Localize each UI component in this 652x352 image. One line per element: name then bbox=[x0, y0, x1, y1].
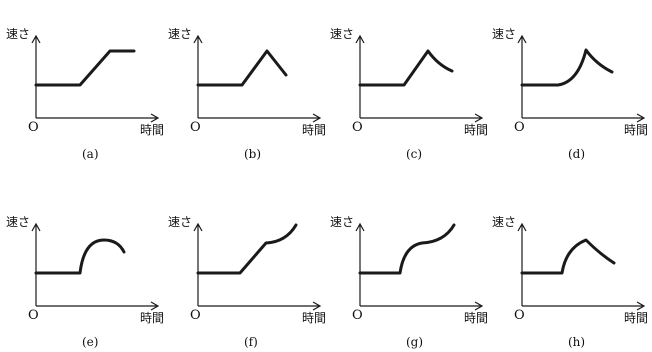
speed-curve bbox=[196, 223, 298, 275]
panel-caption: (b) bbox=[244, 147, 261, 161]
panel-caption: (c) bbox=[406, 147, 422, 161]
origin-label: O bbox=[352, 308, 363, 323]
axes bbox=[31, 34, 160, 123]
panel-e: 速さ 時間 O (e) bbox=[6, 215, 164, 349]
axes bbox=[355, 222, 484, 311]
origin-label: O bbox=[28, 308, 39, 323]
panel-caption: (g) bbox=[406, 335, 423, 349]
speed-curve bbox=[358, 223, 456, 275]
panel-a: 速さ 時間 O (a) bbox=[6, 27, 164, 161]
panel-g: 速さ 時間 O (g) bbox=[330, 215, 488, 349]
panel-caption: (h) bbox=[568, 335, 585, 349]
speed-curve bbox=[520, 238, 616, 275]
axes bbox=[517, 222, 646, 311]
panel-caption: (d) bbox=[568, 147, 585, 161]
origin-label: O bbox=[28, 120, 39, 135]
x-axis-label: 時間 bbox=[302, 311, 326, 325]
x-axis-label: 時間 bbox=[464, 311, 488, 325]
y-axis-label: 速さ bbox=[492, 27, 516, 41]
y-axis-label: 速さ bbox=[330, 27, 354, 41]
origin-label: O bbox=[352, 120, 363, 135]
axes bbox=[193, 34, 322, 123]
panel-caption: (a) bbox=[82, 147, 99, 161]
panel-f: 速さ 時間 O (f) bbox=[168, 215, 326, 349]
panel-caption: (f) bbox=[244, 335, 258, 349]
panel-h: 速さ 時間 O (h) bbox=[492, 215, 648, 349]
y-axis-label: 速さ bbox=[168, 215, 192, 229]
x-axis-label: 時間 bbox=[624, 123, 648, 137]
panel-b: 速さ 時間 O (b) bbox=[168, 27, 326, 161]
origin-label: O bbox=[190, 120, 201, 135]
y-axis-label: 速さ bbox=[168, 27, 192, 41]
x-axis-label: 時間 bbox=[140, 123, 164, 137]
origin-label: O bbox=[514, 120, 525, 135]
y-axis-label: 速さ bbox=[330, 215, 354, 229]
x-axis-label: 時間 bbox=[624, 311, 648, 325]
y-axis-label: 速さ bbox=[6, 27, 30, 41]
axes bbox=[31, 222, 160, 311]
axes bbox=[517, 34, 646, 123]
x-axis-label: 時間 bbox=[464, 123, 488, 137]
y-axis-label: 速さ bbox=[6, 215, 30, 229]
origin-label: O bbox=[514, 308, 525, 323]
y-axis-label: 速さ bbox=[492, 215, 516, 229]
axes bbox=[355, 34, 484, 123]
x-axis-label: 時間 bbox=[302, 123, 326, 137]
speed-curve bbox=[196, 49, 288, 87]
speed-curve bbox=[34, 49, 136, 87]
speed-curve bbox=[358, 49, 454, 87]
speed-curve bbox=[34, 238, 126, 275]
x-axis-label: 時間 bbox=[140, 311, 164, 325]
speed-curve bbox=[520, 48, 614, 87]
panel-d: 速さ 時間 O (d) bbox=[492, 27, 648, 161]
panel-c: 速さ 時間 O (c) bbox=[330, 27, 488, 161]
axes bbox=[193, 222, 322, 311]
panel-caption: (e) bbox=[82, 335, 98, 349]
origin-label: O bbox=[190, 308, 201, 323]
